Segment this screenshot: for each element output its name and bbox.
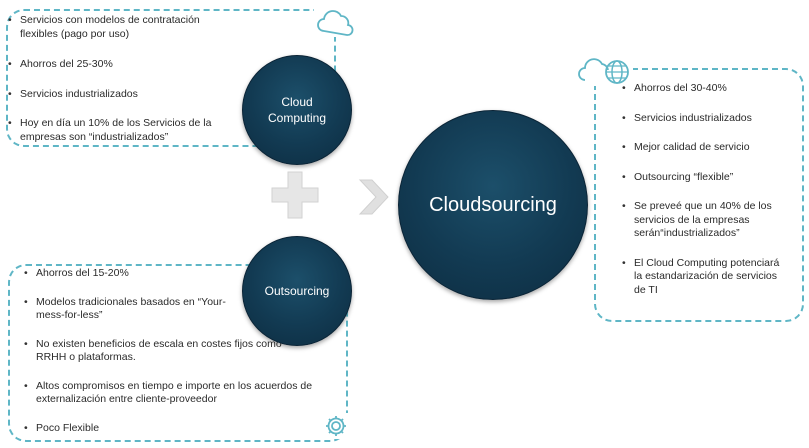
list-item: Ahorros del 30-40% <box>620 82 790 96</box>
cloud-globe-icon <box>577 54 633 86</box>
outsourcing-list: Ahorros del 15-20% Modelos tradicionales… <box>22 267 314 435</box>
cloud-computing-node: Cloud Computing <box>242 55 352 165</box>
gear-icon <box>323 413 349 439</box>
cloud-computing-list: Servicios con modelos de contratación fl… <box>6 14 240 144</box>
cloudsourcing-node: Cloudsourcing <box>398 110 588 300</box>
list-item: Servicios con modelos de contratación fl… <box>6 14 240 41</box>
list-item: Altos compromisos en tiempo e importe en… <box>22 380 314 407</box>
list-item: Servicios industrializados <box>620 112 790 126</box>
list-item: Outsourcing “flexible” <box>620 171 790 185</box>
list-item: Servicios industrializados <box>6 88 240 102</box>
plus-icon <box>270 170 320 220</box>
cloudsourcing-list: Ahorros del 30-40% Servicios industriali… <box>620 82 790 297</box>
outsourcing-box <box>8 264 348 442</box>
list-item: No existen beneficios de escala en coste… <box>22 338 314 365</box>
cloud-icon <box>314 7 356 37</box>
cloud-computing-label: Cloud Computing <box>267 95 327 125</box>
list-item: Hoy en día un 10% de los Servicios de la… <box>6 117 240 144</box>
list-item: Ahorros del 25-30% <box>6 58 240 72</box>
list-item: Mejor calidad de servicio <box>620 141 790 155</box>
outsourcing-label: Outsourcing <box>264 284 330 298</box>
arrow-right-icon <box>358 178 390 216</box>
cloudsourcing-box <box>594 68 804 322</box>
list-item: El Cloud Computing potenciará la estanda… <box>620 257 790 298</box>
outsourcing-node: Outsourcing <box>242 236 352 346</box>
list-item: Ahorros del 15-20% <box>22 267 314 281</box>
list-item: Modelos tradicionales basados en “Your-m… <box>22 296 314 323</box>
list-item: Poco Flexible <box>22 422 314 436</box>
cloudsourcing-label: Cloudsourcing <box>429 193 557 216</box>
list-item: Se preveé que un 40% de los servicios de… <box>620 200 790 241</box>
